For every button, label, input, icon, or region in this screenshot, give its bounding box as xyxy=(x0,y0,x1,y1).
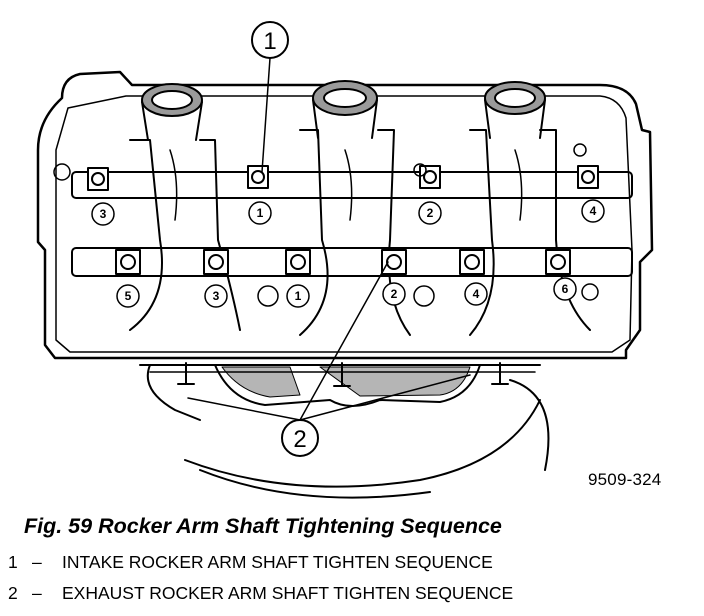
exhaust-marker-3: 3 xyxy=(213,289,220,303)
legend-item-text: EXHAUST ROCKER ARM SHAFT TIGHTEN SEQUENC… xyxy=(62,583,514,603)
spring-cap-3 xyxy=(484,81,546,139)
gasket-fill xyxy=(221,366,471,398)
callout-1-label: 1 xyxy=(263,28,276,55)
callout-2: 2 xyxy=(281,419,319,457)
legend-item-text: INTAKE ROCKER ARM SHAFT TIGHTEN SEQUENCE xyxy=(62,552,493,572)
lower-curve-2 xyxy=(199,469,431,499)
rocker-arm-1 xyxy=(129,139,241,331)
lower-bolts xyxy=(115,249,571,275)
gasket-outline xyxy=(214,364,481,407)
head-inner-outline xyxy=(55,95,633,353)
exhaust-marker-5: 5 xyxy=(125,289,132,303)
exhaust-marker-1: 1 xyxy=(295,289,302,303)
intake-marker-4: 4 xyxy=(590,204,597,218)
exhaust-markers: 5 3 1 2 4 6 xyxy=(116,277,577,308)
rocker-shaft-lower xyxy=(71,247,633,277)
rocker-arm-3 xyxy=(469,129,591,336)
legend-item-number: 1 xyxy=(8,552,18,572)
legend-item-dash: – xyxy=(32,583,42,603)
lower-curve xyxy=(184,399,541,488)
left-bolt-stud xyxy=(177,362,509,387)
right-strap xyxy=(509,379,550,471)
figure-caption: Fig. 59 Rocker Arm Shaft Tightening Sequ… xyxy=(24,514,502,538)
head-holes xyxy=(53,143,599,307)
callout-1: 1 xyxy=(251,21,289,59)
callout-2-leader-b xyxy=(187,397,301,421)
rocker-arm-detail xyxy=(169,149,523,221)
spring-cap-1 xyxy=(141,83,203,141)
legend: 1 – INTAKE ROCKER ARM SHAFT TIGHTEN SEQU… xyxy=(8,552,513,614)
cylinder-head-diagram: 1 2 3 1 2 4 5 3 1 2 4 6 xyxy=(36,21,654,499)
legend-item: 1 – INTAKE ROCKER ARM SHAFT TIGHTEN SEQU… xyxy=(8,552,513,583)
callout-2-leader-c xyxy=(299,374,471,421)
lower-bracket xyxy=(146,364,201,421)
head-outline xyxy=(36,70,654,360)
figure-id-label: 9509-324 xyxy=(588,470,662,489)
exhaust-marker-2: 2 xyxy=(391,287,398,301)
callout-2-label: 2 xyxy=(293,426,306,453)
intake-markers: 3 1 2 4 xyxy=(91,199,605,226)
upper-bolts xyxy=(87,165,599,191)
intake-marker-2: 2 xyxy=(427,206,434,220)
intake-marker-1: 1 xyxy=(257,206,264,220)
intake-marker-3: 3 xyxy=(100,207,107,221)
callout-1-leader xyxy=(261,57,271,173)
exhaust-marker-4: 4 xyxy=(473,287,480,301)
exhaust-marker-6: 6 xyxy=(562,282,569,296)
legend-item-number: 2 xyxy=(8,583,18,603)
legend-item-dash: – xyxy=(32,552,42,572)
legend-item: 2 – EXHAUST ROCKER ARM SHAFT TIGHTEN SEQ… xyxy=(8,583,513,614)
spring-cap-2 xyxy=(312,80,378,139)
callout-2-leader-a xyxy=(299,261,389,421)
